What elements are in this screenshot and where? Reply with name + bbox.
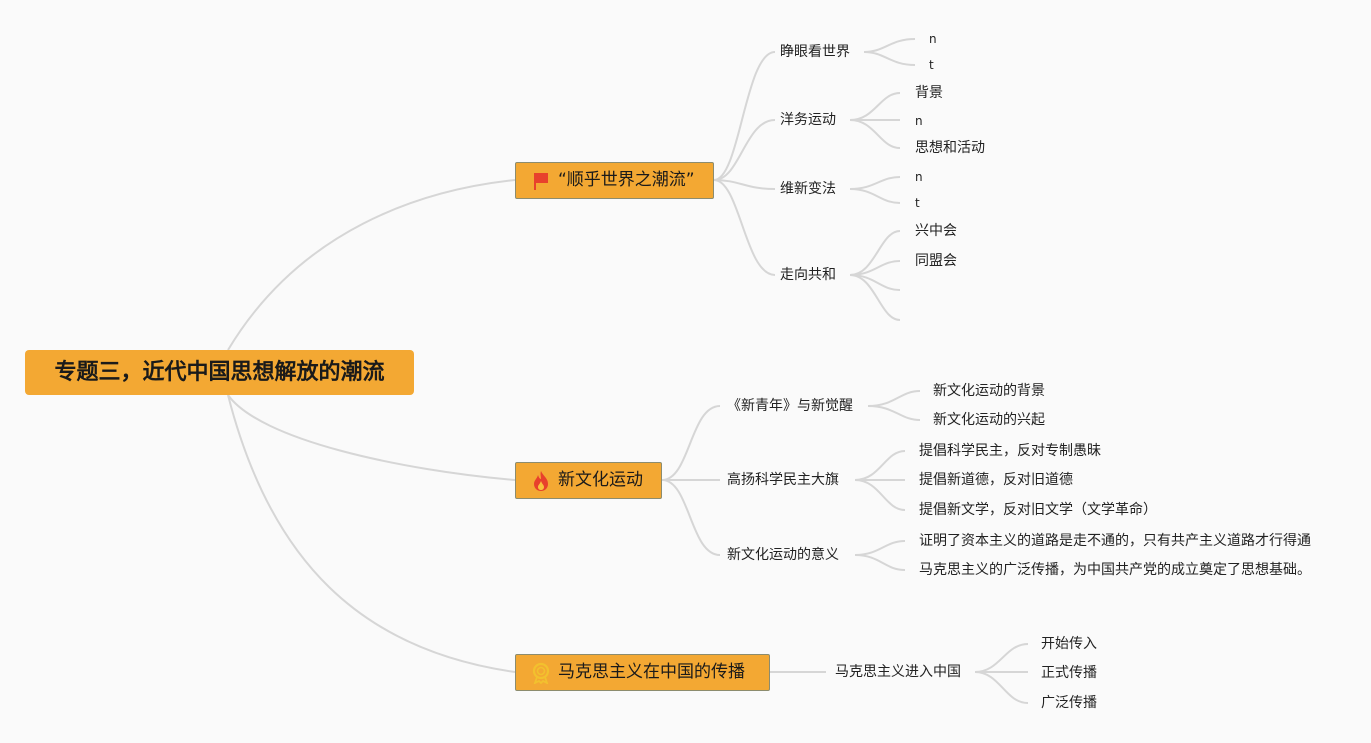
subtopic-reform[interactable]: 维新变法 — [780, 181, 836, 197]
leaf[interactable]: 广泛传播 — [1041, 695, 1097, 711]
leaf[interactable]: 兴中会 — [915, 223, 957, 239]
topic-label: 新文化运动 — [558, 470, 643, 490]
leaf[interactable]: 提倡新文学，反对旧文学（文学革命） — [919, 502, 1157, 518]
fire-icon — [530, 470, 552, 492]
leaf[interactable]: 正式传播 — [1041, 665, 1097, 681]
leaf[interactable]: 新文化运动的兴起 — [933, 412, 1045, 428]
topic-label: 马克思主义在中国的传播 — [558, 662, 745, 682]
root-topic[interactable]: 专题三，近代中国思想解放的潮流 — [25, 350, 414, 395]
leaf[interactable]: 提倡科学民主，反对专制愚昧 — [919, 443, 1101, 459]
medal-icon — [530, 662, 552, 684]
subtopic-westernization[interactable]: 洋务运动 — [780, 112, 836, 128]
topic-marxism-spread[interactable]: 马克思主义在中国的传播 — [515, 654, 770, 691]
leaf[interactable]: n — [929, 32, 937, 46]
leaf[interactable]: t — [929, 58, 934, 72]
leaf[interactable]: 提倡新道德，反对旧道德 — [919, 472, 1073, 488]
leaf[interactable]: 马克思主义的广泛传播，为中国共产党的成立奠定了思想基础。 — [919, 562, 1311, 578]
subtopic-marxism-enters[interactable]: 马克思主义进入中国 — [835, 664, 961, 680]
leaf[interactable]: 证明了资本主义的道路是走不通的，只有共产主义道路才行得通 — [919, 533, 1311, 549]
root-topic-label: 专题三，近代中国思想解放的潮流 — [54, 359, 385, 385]
subtopic-republic[interactable]: 走向共和 — [780, 267, 836, 283]
leaf[interactable]: 同盟会 — [915, 253, 957, 269]
topic-world-trend[interactable]: “顺乎世界之潮流” — [515, 162, 714, 199]
subtopic-science-democracy[interactable]: 高扬科学民主大旗 — [727, 472, 839, 488]
leaf[interactable]: 新文化运动的背景 — [933, 383, 1045, 399]
leaf[interactable]: 思想和活动 — [915, 140, 985, 156]
topic-label: “顺乎世界之潮流” — [558, 170, 695, 190]
leaf[interactable]: t — [915, 196, 920, 210]
subtopic-open-eyes[interactable]: 睁眼看世界 — [780, 44, 850, 60]
red-flag-icon — [530, 170, 552, 192]
subtopic-significance[interactable]: 新文化运动的意义 — [727, 547, 839, 563]
leaf[interactable]: n — [915, 170, 923, 184]
topic-new-culture-movement[interactable]: 新文化运动 — [515, 462, 662, 499]
leaf[interactable]: 背景 — [915, 85, 943, 101]
leaf[interactable]: 开始传入 — [1041, 636, 1097, 652]
leaf[interactable]: n — [915, 114, 923, 128]
subtopic-new-youth[interactable]: 《新青年》与新觉醒 — [727, 398, 853, 414]
